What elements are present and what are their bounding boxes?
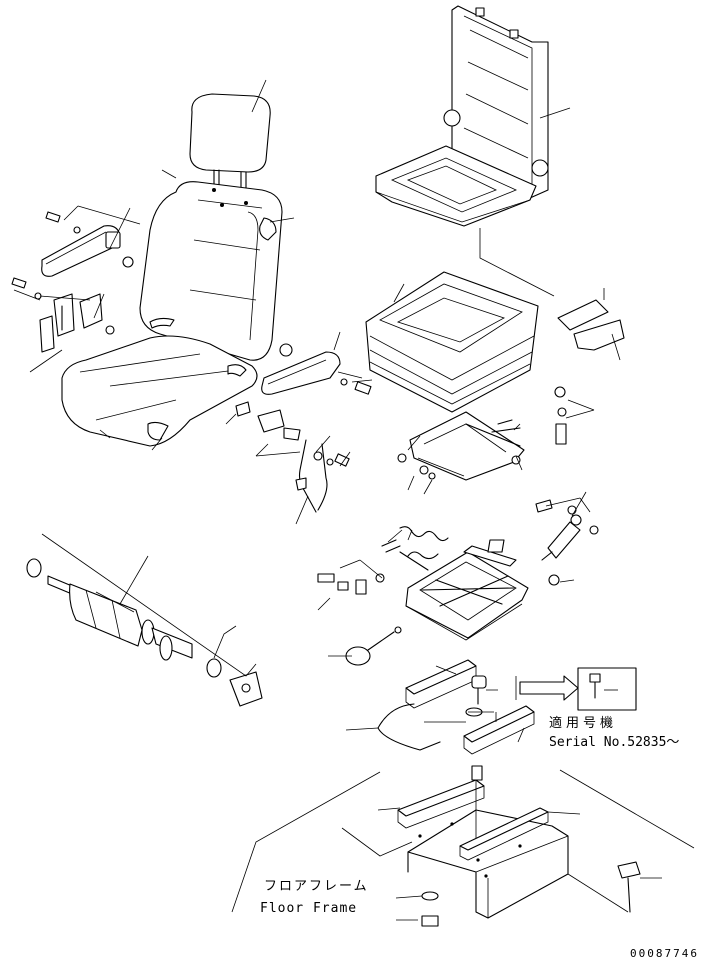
slide-bracket-upper (397, 411, 525, 481)
drawing-number: 00087746 (630, 947, 699, 960)
floor-bolt (617, 861, 641, 913)
applicable-serial-jp-label: 適用号機 (549, 716, 618, 731)
armrest-left (41, 211, 134, 277)
weight-adjust-knob (345, 626, 402, 666)
seat-cushion (61, 317, 258, 447)
seat-back (139, 181, 283, 361)
serial-inset (519, 667, 637, 711)
floor-riser (341, 765, 569, 927)
shock-absorber (487, 499, 599, 586)
headrest (189, 93, 271, 195)
scissor-suspension (317, 526, 529, 641)
bellows-cover (365, 271, 539, 413)
shaft-assembly (26, 558, 263, 707)
applicable-serial-en-label: Serial No.52835～ (549, 735, 680, 750)
armrest-right (261, 343, 372, 395)
suspension-frame-seat (375, 145, 537, 227)
suspension-frame-back (443, 5, 549, 199)
slide-rails (377, 659, 535, 755)
side-bracket (554, 299, 625, 445)
seat-belt (235, 401, 350, 513)
floor-frame-en-label: Floor Frame (260, 901, 358, 916)
belt-bracket-left (11, 277, 115, 353)
leader-lines (13, 79, 695, 921)
floor-frame-jp-label: フロアフレーム (264, 879, 369, 894)
